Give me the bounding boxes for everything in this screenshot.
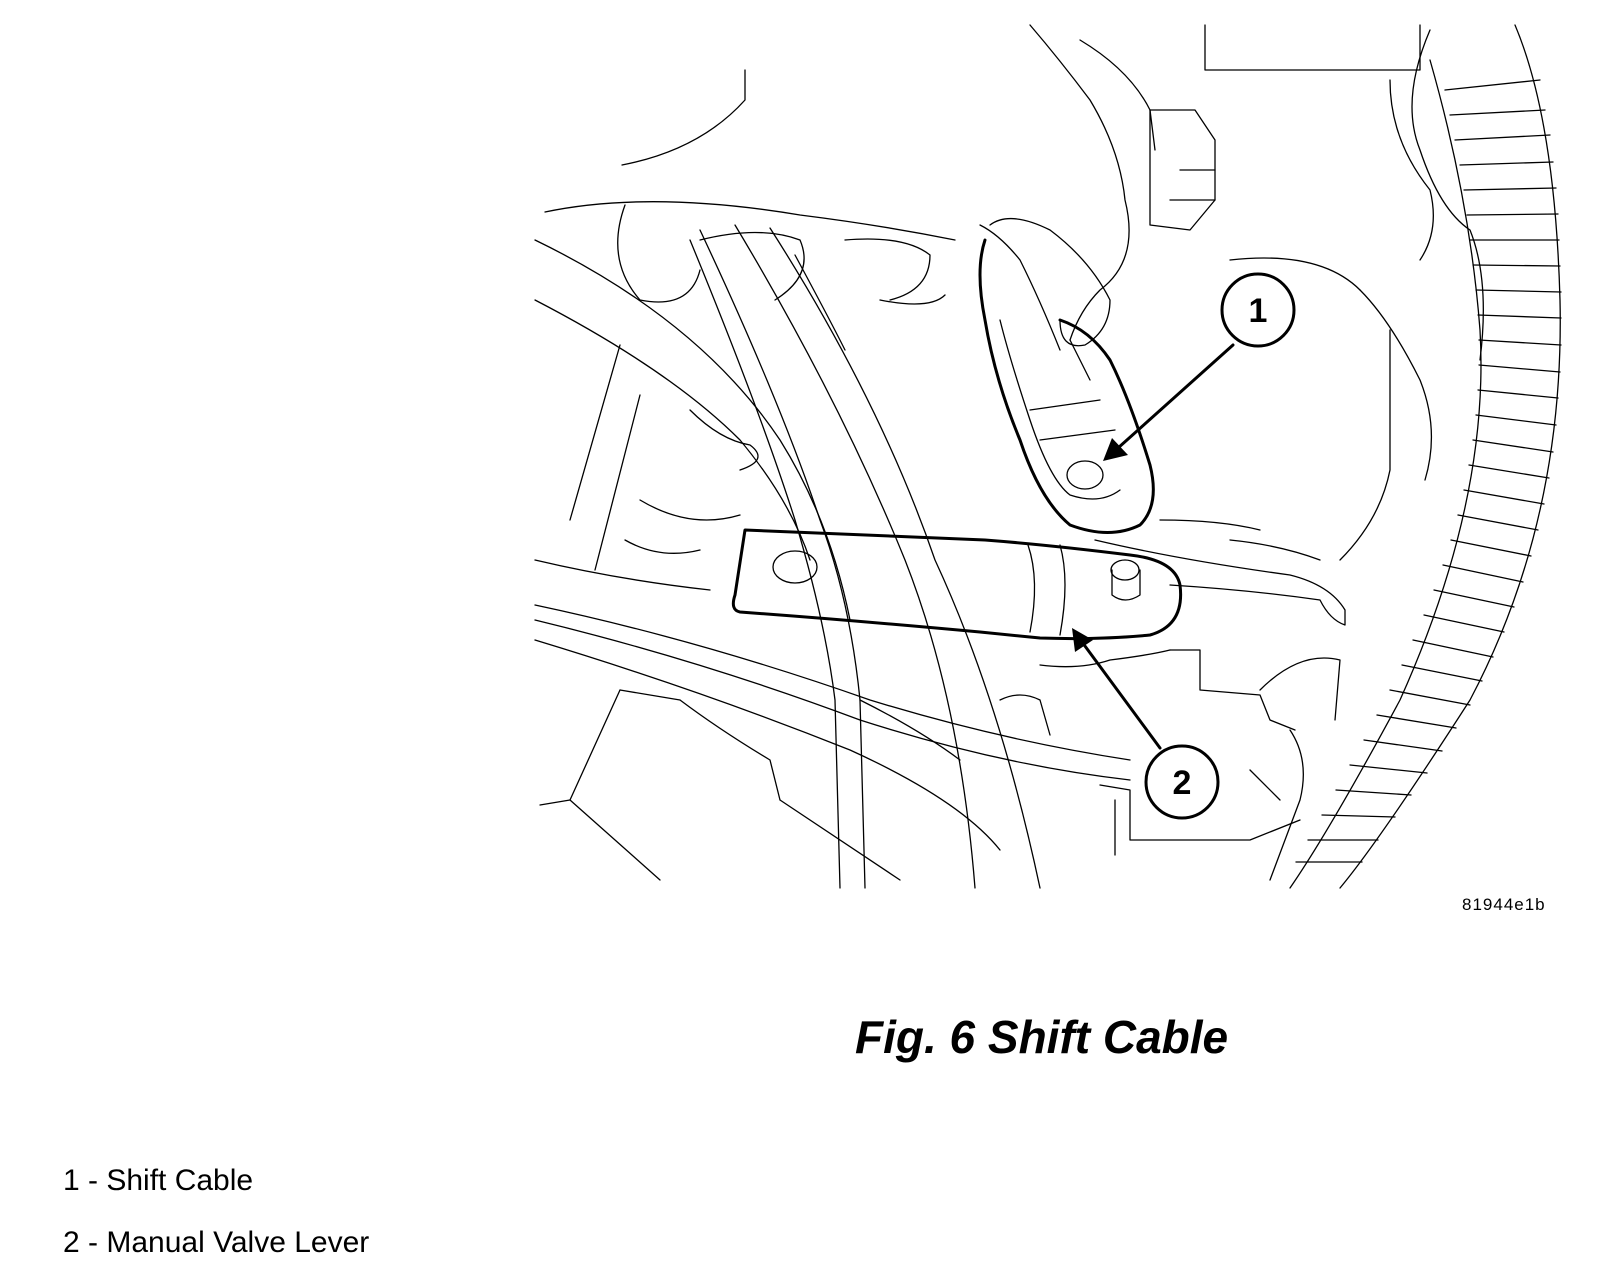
background-linework xyxy=(534,24,1562,889)
figure-caption: Fig. 6 Shift Cable xyxy=(855,1011,1229,1063)
legend: 1 - Shift Cable 2 - Manual Valve Lever xyxy=(63,1150,369,1274)
callout-1: 1 xyxy=(1103,272,1296,461)
shift-cable xyxy=(978,217,1155,534)
callout-number-2: 2 xyxy=(1173,764,1192,802)
figure-reference-code: 81944e1b xyxy=(1462,895,1546,914)
legend-item-shift-cable: 1 - Shift Cable xyxy=(63,1164,254,1197)
callout-number-1: 1 xyxy=(1249,292,1268,330)
legend-item-manual-valve-lever: 2 - Manual Valve Lever xyxy=(63,1226,370,1259)
callout-2: 2 xyxy=(1072,628,1220,820)
manual-valve-lever xyxy=(731,528,1183,641)
conduit-ribs xyxy=(1295,79,1562,863)
